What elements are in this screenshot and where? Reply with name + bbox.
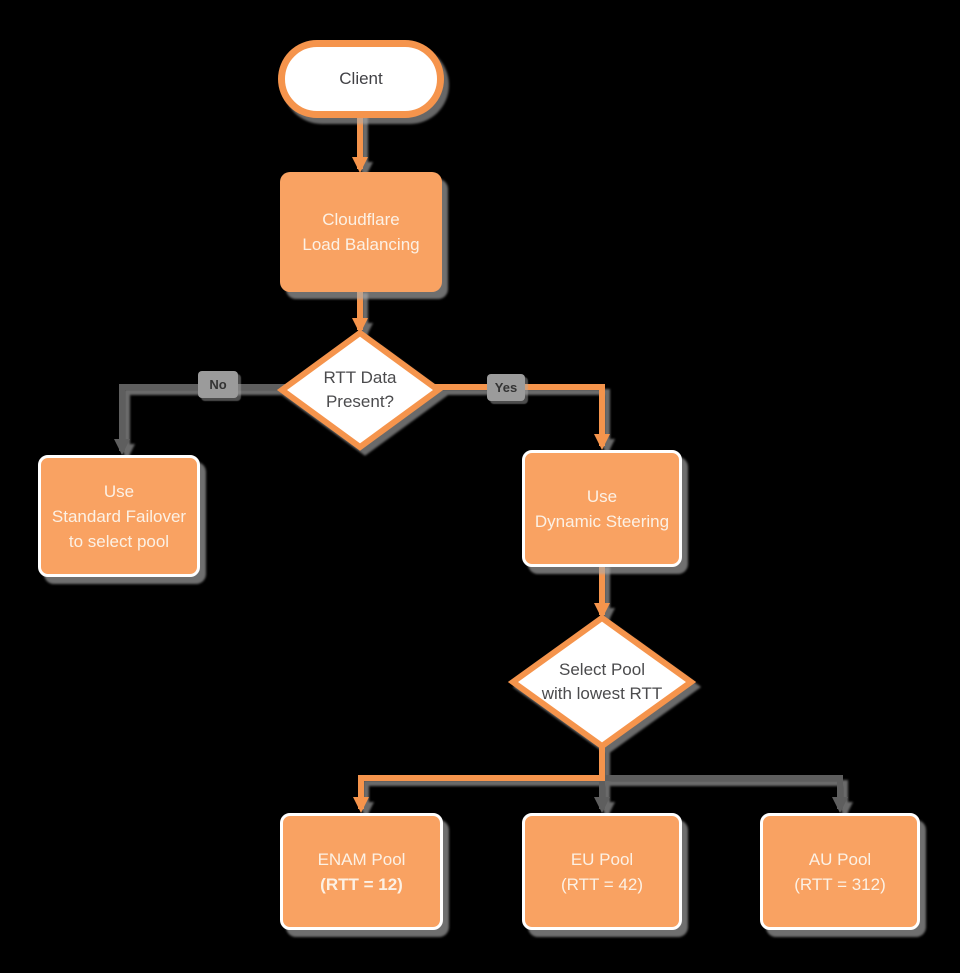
node-standard-failover-line2: Standard Failover — [51, 506, 187, 526]
node-client-label: Client — [339, 69, 383, 88]
node-eu-pool-rtt: (RTT = 42) — [560, 874, 644, 894]
node-enam-pool-line1: ENAM Pool — [317, 849, 406, 869]
node-eu-pool: EU Pool (RTT = 42) — [522, 813, 682, 930]
edge-selectpool-to-enam — [353, 742, 605, 813]
node-standard-failover-line1: Use — [103, 481, 135, 501]
node-standard-failover-line3: to select pool — [68, 531, 170, 551]
node-au-pool-rtt: (RTT = 312) — [794, 874, 886, 894]
node-eu-pool-line1: EU Pool — [570, 849, 634, 869]
edge-label-yes-text: Yes — [494, 380, 518, 395]
edge-label-no: No — [198, 371, 238, 398]
node-enam-pool: ENAM Pool (RTT = 12) — [280, 813, 443, 930]
edge-label-yes: Yes — [487, 374, 525, 401]
node-au-pool-line1: AU Pool — [808, 849, 872, 869]
node-dynamic-steering: Use Dynamic Steering — [522, 450, 682, 567]
node-dynamic-steering-line2: Dynamic Steering — [534, 511, 670, 531]
node-enam-pool-rtt: (RTT = 12) — [320, 874, 403, 894]
edge-selectpool-to-au — [602, 775, 848, 813]
node-load-balancer-line1: Cloudflare — [322, 210, 400, 229]
node-client: Client — [278, 40, 444, 118]
node-dynamic-steering-line1: Use — [586, 486, 618, 506]
node-au-pool: AU Pool (RTT = 312) — [760, 813, 920, 930]
node-load-balancer-line2: Load Balancing — [302, 235, 420, 254]
edge-label-no-text: No — [209, 377, 227, 392]
select-pool-diamond — [507, 614, 697, 750]
node-load-balancer: Cloudflare Load Balancing — [280, 172, 442, 292]
node-standard-failover: Use Standard Failover to select pool — [38, 455, 200, 577]
rtt-decision-diamond — [276, 329, 444, 451]
